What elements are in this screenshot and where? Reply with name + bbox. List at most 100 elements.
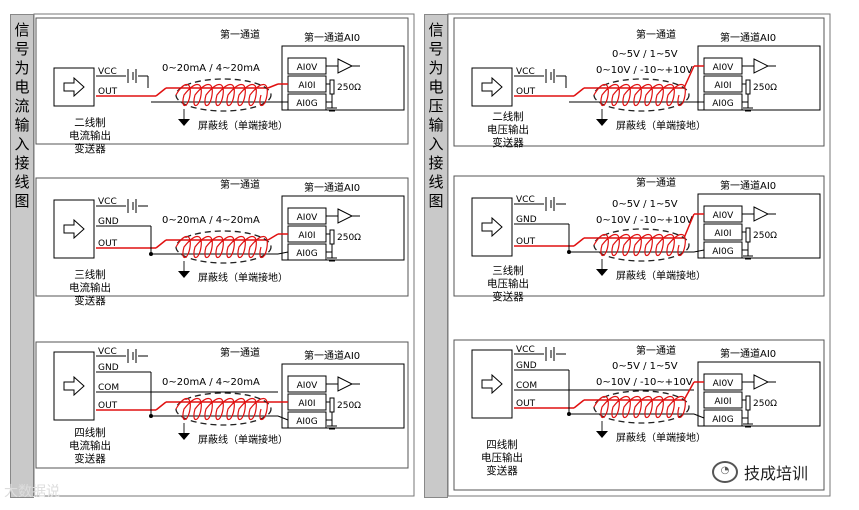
out-bend [573,399,585,409]
transmitter-label-1: 电压输出 [481,451,523,464]
transmitter-label-0: 三线制 [492,264,524,277]
wire-label-out: OUT [98,87,118,97]
ground-triangle-icon [178,433,190,440]
resistor-label: 250Ω [753,83,777,93]
panel-current-2: VCC OUT 屏蔽线（单端接地） 0~20mA / 4~20mA 第一通道AI0 第一通… [35,17,409,155]
amplifier-icon [337,208,354,224]
terminal-label-1: AI0I [298,81,315,91]
module-title: 第一通道AI0 [720,31,776,44]
transmitter-label-2: 变送器 [74,142,106,155]
terminal-label-2: AI0G [296,417,318,427]
out-bend [573,237,585,247]
terminal-label-2: AI0G [296,99,318,109]
shield-label: 屏蔽线（单端接地） [616,119,706,132]
shield-label: 屏蔽线（单端接地） [198,271,288,284]
terminal-label-2: AI0G [712,415,734,425]
wire-label-vcc: VCC [98,197,117,207]
return-to-terminal [693,249,705,253]
watermark-right-text: 技成培训 [744,464,809,483]
wire-label-gnd: GND [98,217,119,227]
transmitter-label-1: 电流输出 [69,129,111,142]
voltage-section-border [447,13,831,497]
wire-label-com: COM [516,381,537,391]
shield-label: 屏蔽线（单端接地） [198,119,288,132]
channel-title: 第一通道 [636,344,676,357]
wire-label-com: COM [98,383,119,393]
signal-to-terminal [683,213,695,239]
resistor-label: 250Ω [337,233,361,243]
ground-triangle-icon [178,119,190,126]
ground-triangle-icon [178,271,190,278]
wire-label-gnd: GND [516,361,537,371]
resistor-icon [329,79,335,95]
channel-title: 第一通道 [220,28,260,41]
module-title: 第一通道AI0 [304,31,360,44]
watermark-left: 大数据说 [4,484,60,500]
range-label-2: 0~10V / -10~+10V [596,65,693,76]
side-label-current-text: 信号为电流输入接线图 [14,21,30,210]
wire-label-out: OUT [516,87,536,97]
twisted-pair [175,83,268,107]
twisted-pair [593,83,686,107]
wire-label-vcc: VCC [516,67,535,77]
current-section-border [33,13,415,497]
signal-to-terminal [267,83,279,89]
wire-label-vcc: VCC [98,67,117,77]
twisted-pair [593,233,686,257]
signal-to-terminal [683,381,695,401]
terminal-label-0: AI0V [297,213,319,223]
wire-label-out: OUT [516,399,536,409]
channel-title: 第一通道 [220,346,260,359]
watermark-right: ◔ 技成培训 [712,460,808,484]
out-bend [155,239,167,249]
terminal-label-0: AI0V [713,63,735,73]
out-bend [155,401,167,411]
wire-label-gnd: GND [98,363,119,373]
terminal-label-2: AI0G [712,247,734,257]
transmitter-label-2: 变送器 [74,452,106,465]
terminal-label-1: AI0I [714,229,731,239]
amplifier-icon [337,376,354,392]
resistor-label: 250Ω [753,231,777,241]
wire-label-out: OUT [98,239,118,249]
signal-to-terminal [683,65,695,89]
wire-label-vcc: VCC [516,195,535,205]
transmitter-label-0: 三线制 [74,268,106,281]
terminal-label-1: AI0I [714,81,731,91]
wechat-icon: ◔ [712,461,738,483]
out-bend [573,87,585,97]
transmitter-label-1: 电流输出 [69,439,111,452]
wire-label-vcc: VCC [98,347,117,357]
twisted-pair [593,395,686,419]
amplifier-icon [753,374,770,390]
wire-label-out: OUT [516,237,536,247]
arrow-right-icon [481,373,503,395]
wire-label-vcc: VCC [516,345,535,355]
return-to-terminal [277,415,289,421]
amplifier-icon [753,58,770,74]
transmitter-label-0: 四线制 [486,438,518,451]
ground-triangle-icon [596,431,608,438]
arrow-right-icon [481,76,503,98]
twisted-pair [175,235,268,259]
resistor-label: 250Ω [753,399,777,409]
return-to-terminal [277,251,289,255]
module-title: 第一通道AI0 [720,347,776,360]
arrow-right-icon [63,375,85,397]
twisted-pair [175,397,268,421]
module-title: 第一通道AI0 [720,179,776,192]
transmitter-label-0: 二线制 [74,116,106,129]
range-label: 0~20mA / 4~20mA [162,63,260,74]
terminal-label-2: AI0G [296,249,318,259]
transmitter-label-2: 变送器 [486,464,518,477]
terminal-label-0: AI0V [297,63,319,73]
resistor-icon [745,227,751,243]
arrow-right-icon [63,76,85,98]
terminal-label-0: AI0V [713,211,735,221]
resistor-label: 250Ω [337,83,361,93]
transmitter-label-2: 变送器 [492,136,524,149]
